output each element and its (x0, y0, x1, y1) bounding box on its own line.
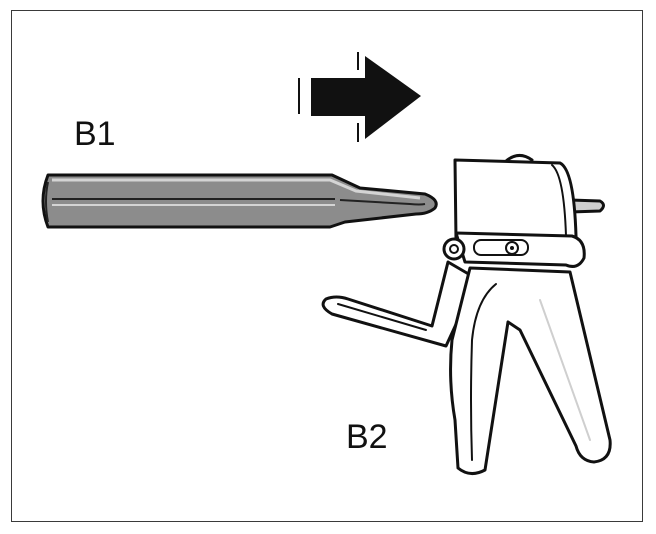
cartridge-icon (41, 173, 438, 229)
dispensing-gun-icon (321, 154, 612, 475)
arrow-right-icon (298, 52, 421, 142)
dispenser-label: B2 (346, 418, 388, 456)
cartridge-label: B1 (74, 115, 116, 153)
